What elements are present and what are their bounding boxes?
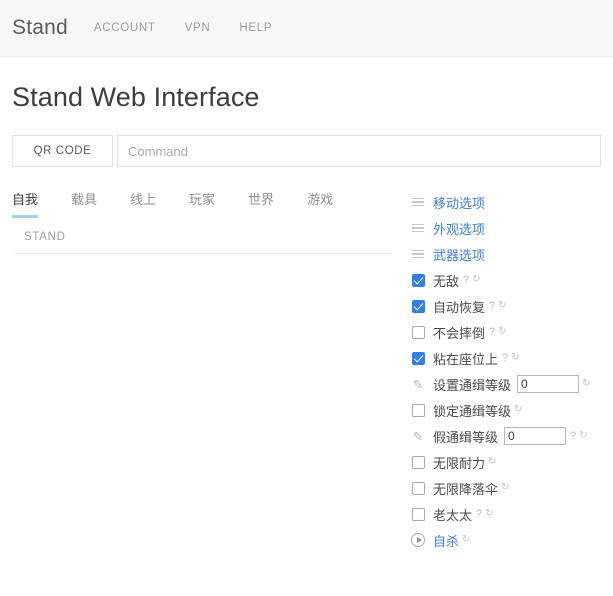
option-label: 设置通缉等级	[433, 377, 512, 393]
option-label: 无限耐力	[433, 455, 486, 471]
option-label: 粘在座位上	[433, 351, 499, 367]
hamburger-icon	[410, 194, 426, 210]
checkbox-icon[interactable]	[410, 324, 426, 340]
section-divider	[12, 253, 392, 254]
wanted-level-input[interactable]	[517, 375, 580, 393]
hamburger-icon	[410, 246, 426, 262]
page-title: Stand Web Interface	[12, 82, 260, 112]
nav-links: ACCOUNT VPN HELP	[94, 22, 272, 34]
qr-code-button[interactable]: QR CODE	[12, 135, 113, 167]
option-label[interactable]: 武器选项	[433, 247, 486, 263]
option-label[interactable]: 自杀	[433, 533, 460, 549]
pencil-icon: ✎	[412, 376, 424, 392]
refresh-icon[interactable]: ↻	[514, 404, 523, 415]
option-row-weapon-options[interactable]: 武器选项	[410, 241, 613, 267]
nav-link-help[interactable]: HELP	[239, 22, 273, 34]
option-row-godmode[interactable]: 无敌 ? ↻	[410, 267, 613, 293]
help-icon[interactable]: ?	[489, 300, 496, 312]
brand-logo[interactable]: Stand	[12, 16, 68, 39]
tab-world[interactable]: 世界	[248, 192, 275, 207]
tab-vehicle[interactable]: 载具	[71, 192, 98, 207]
fake-wanted-level-input[interactable]	[504, 427, 567, 445]
refresh-icon[interactable]: ↻	[582, 378, 591, 389]
content-area: 自我 载具 线上 玩家 世界 游戏 STAND 移动选项 外观选项	[0, 189, 613, 553]
option-label: 自动恢复	[433, 299, 486, 315]
nav-link-account[interactable]: ACCOUNT	[93, 22, 156, 34]
checkbox-icon[interactable]	[410, 454, 426, 470]
option-label[interactable]: 外观选项	[433, 221, 486, 237]
help-icon[interactable]: ?	[463, 274, 470, 286]
refresh-icon[interactable]: ↻	[488, 456, 497, 467]
option-row-set-wanted-level[interactable]: ✎ 设置通缉等级 ↻	[410, 371, 613, 397]
play-icon[interactable]	[410, 532, 426, 548]
option-row-appearance-options[interactable]: 外观选项	[410, 215, 613, 241]
option-label: 无敌	[433, 273, 460, 289]
option-label[interactable]: 移动选项	[433, 195, 486, 211]
help-icon[interactable]: ?	[476, 508, 483, 520]
hamburger-icon	[410, 220, 426, 236]
tab-bar: 自我 载具 线上 玩家 世界 游戏	[12, 189, 404, 218]
navbar: Stand ACCOUNT VPN HELP	[0, 0, 613, 57]
refresh-icon[interactable]: ↻	[501, 482, 510, 493]
refresh-icon[interactable]: ↻	[485, 508, 494, 519]
checkbox-icon[interactable]	[410, 272, 426, 288]
tab-players[interactable]: 玩家	[189, 192, 216, 207]
option-row-no-ragdoll[interactable]: 不会摔倒 ? ↻	[410, 319, 613, 345]
refresh-icon[interactable]: ↻	[498, 300, 507, 311]
tab-game[interactable]: 游戏	[307, 192, 334, 207]
option-row-move-options[interactable]: 移动选项	[410, 189, 613, 215]
checkbox-icon[interactable]	[410, 402, 426, 418]
command-input[interactable]	[117, 135, 601, 167]
option-row-infinite-stamina[interactable]: 无限耐力 ↻	[410, 449, 613, 475]
option-row-fake-wanted-level[interactable]: ✎ 假通缉等级 ? ↻	[410, 423, 613, 449]
option-row-auto-heal[interactable]: 自动恢复 ? ↻	[410, 293, 613, 319]
option-label: 假通缉等级	[433, 429, 499, 445]
command-bar: QR CODE	[12, 135, 601, 167]
option-label: 不会摔倒	[433, 325, 486, 341]
option-label: 锁定通缉等级	[433, 403, 512, 419]
options-list: 移动选项 外观选项 武器选项 无敌 ? ↻ 自动恢复 ?	[404, 189, 613, 553]
checkbox-icon[interactable]	[410, 350, 426, 366]
option-row-lock-wanted-level[interactable]: 锁定通缉等级 ↻	[410, 397, 613, 423]
option-row-infinite-parachutes[interactable]: 无限降落伞 ↻	[410, 475, 613, 501]
option-label: 无限降落伞	[433, 481, 499, 497]
refresh-icon[interactable]: ↻	[498, 326, 507, 337]
option-label: 老太太	[433, 507, 473, 523]
pencil-icon: ✎	[412, 428, 424, 444]
refresh-icon[interactable]: ↻	[511, 352, 520, 363]
help-icon[interactable]: ?	[489, 326, 496, 338]
tab-self[interactable]: 自我	[12, 189, 39, 218]
checkbox-icon[interactable]	[410, 506, 426, 522]
tab-online[interactable]: 线上	[130, 192, 157, 207]
option-row-old-lady[interactable]: 老太太 ? ↻	[410, 501, 613, 527]
refresh-icon[interactable]: ↻	[462, 534, 471, 545]
left-column: 自我 载具 线上 玩家 世界 游戏 STAND	[0, 189, 404, 553]
refresh-icon[interactable]: ↻	[579, 430, 588, 441]
help-icon[interactable]: ?	[570, 430, 577, 442]
option-row-seatbelt[interactable]: 粘在座位上 ? ↻	[410, 345, 613, 371]
checkbox-icon[interactable]	[410, 480, 426, 496]
nav-link-vpn[interactable]: VPN	[184, 22, 211, 34]
help-icon[interactable]: ?	[502, 352, 509, 364]
section-label: STAND	[24, 231, 66, 243]
refresh-icon[interactable]: ↻	[472, 274, 481, 285]
option-row-suicide[interactable]: 自杀 ↻	[410, 527, 613, 553]
checkbox-icon[interactable]	[410, 298, 426, 314]
